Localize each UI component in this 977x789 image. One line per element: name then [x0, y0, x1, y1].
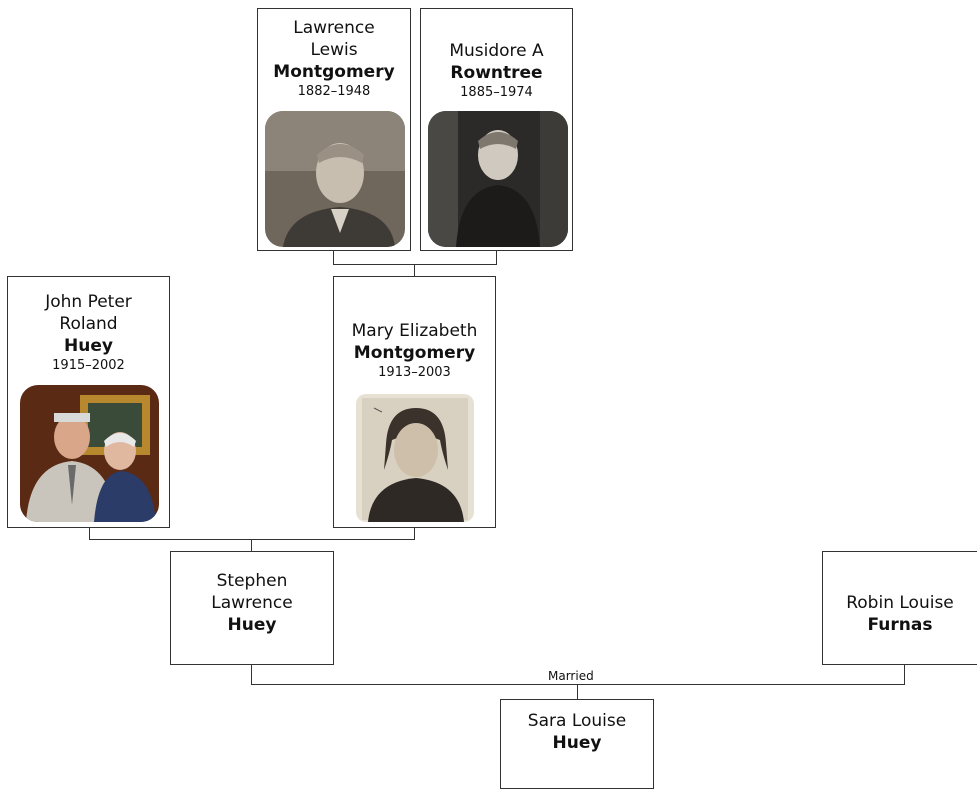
- connector-musidore: [496, 250, 497, 265]
- first-name: Sara Louise: [527, 711, 627, 731]
- married-label: Married: [548, 669, 594, 683]
- connector-mary-down: [414, 527, 415, 540]
- surname: Rowntree: [450, 63, 543, 83]
- person-card-lawrence-montgomery[interactable]: Lawrence Lewis Montgomery 1882–1948: [257, 8, 411, 251]
- connector-john-down: [89, 527, 90, 540]
- connector-parents-bar-mid: [89, 539, 415, 540]
- first-name: Stephen: [216, 571, 288, 591]
- person-card-stephen-huey[interactable]: Stephen Lawrence Huey: [170, 551, 334, 665]
- person-card-robin-furnas[interactable]: Robin Louise Furnas: [822, 551, 977, 665]
- middle-name: Lewis: [310, 40, 358, 60]
- middle-name: Roland: [59, 314, 118, 334]
- portrait-photo: [428, 111, 568, 247]
- life-dates: 1885–1974: [460, 85, 533, 100]
- connector-parents-bar-top: [333, 264, 497, 265]
- life-dates: 1882–1948: [297, 84, 371, 99]
- first-name: Mary Elizabeth: [351, 321, 478, 341]
- connector-to-sara: [577, 684, 578, 700]
- life-dates: 1913–2003: [378, 365, 451, 380]
- person-card-mary-montgomery[interactable]: Mary Elizabeth Montgomery 1913–2003: [333, 276, 496, 528]
- surname: Furnas: [867, 615, 933, 635]
- person-card-sara-huey[interactable]: Sara Louise Huey: [500, 699, 654, 789]
- first-name: Lawrence: [293, 18, 375, 38]
- surname: Montgomery: [353, 343, 476, 363]
- surname: Huey: [552, 733, 602, 753]
- connector-to-stephen: [251, 539, 252, 552]
- first-name: Musidore A: [449, 41, 544, 61]
- portrait-photo: [20, 385, 159, 522]
- person-card-musidore-rowntree[interactable]: Musidore A Rowntree 1885–1974: [420, 8, 573, 251]
- connector-lawrence-musidore: [333, 250, 334, 265]
- first-name: John Peter: [45, 292, 132, 312]
- middle-name: Lawrence: [211, 593, 293, 613]
- connector-to-mary: [414, 264, 415, 277]
- connector-robin-down: [904, 664, 905, 685]
- connector-marriage-bar: [251, 684, 905, 685]
- portrait-photo: [356, 394, 474, 522]
- surname: Montgomery: [273, 62, 395, 82]
- first-name: Robin Louise: [846, 593, 954, 613]
- life-dates: 1915–2002: [52, 358, 125, 373]
- person-card-john-huey[interactable]: John Peter Roland Huey 1915–2002: [7, 276, 170, 528]
- surname: Huey: [227, 615, 277, 635]
- portrait-photo: [265, 111, 405, 247]
- connector-stephen-down: [251, 664, 252, 685]
- surname: Huey: [64, 336, 113, 356]
